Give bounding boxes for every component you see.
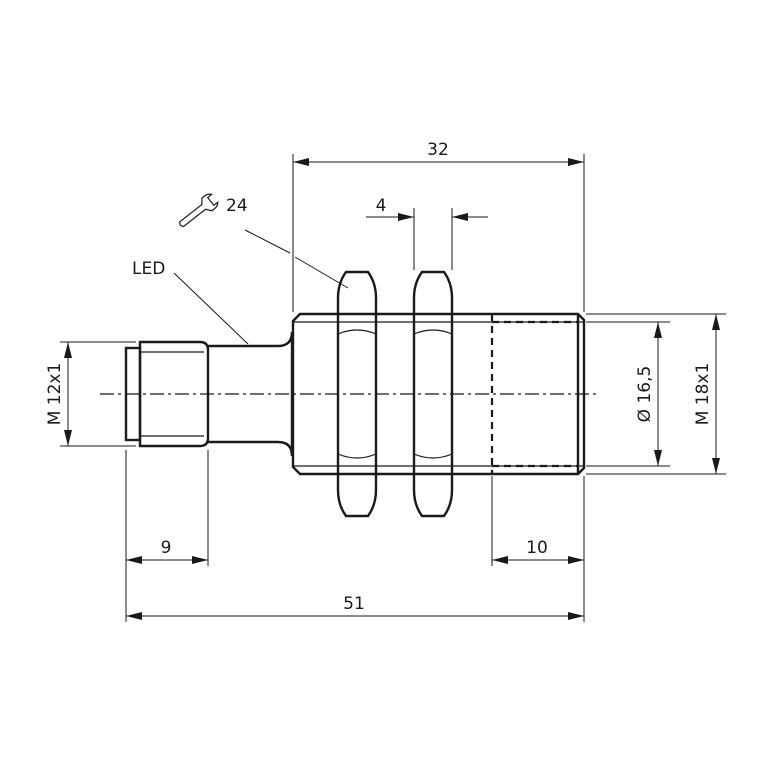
sensing-length-label: 10 [526,538,548,558]
sensor-body [291,312,586,476]
connector-length-label: 9 [161,538,172,558]
dimension-32: 32 [293,140,584,166]
body-thread-label: M 18x1 [693,363,713,426]
wrench-size-label: 24 [226,196,248,216]
dimension-9: 9 [126,538,208,564]
dimension-m12: M 12x1 [45,342,72,446]
m12-connector [124,340,210,448]
wrench-icon [179,193,219,228]
hex-nut-left [336,270,378,518]
nut-width-label: 4 [376,196,387,216]
led-label: LED [132,259,165,279]
connector-thread-label: M 12x1 [45,363,65,426]
dimension-m18: M 18x1 [693,314,720,474]
overall-length-label: 51 [343,594,365,614]
hex-nut-right [412,270,454,518]
dimension-diameter: Ø 16,5 [635,322,662,466]
dimension-4: 4 [366,196,488,221]
wrench-callout: 24 [179,193,349,289]
led-callout: LED [132,259,249,345]
dimension-51: 51 [126,594,584,620]
thread-length-label: 32 [427,140,449,160]
face-diameter-label: Ø 16,5 [635,366,655,423]
extension-lines [60,154,726,622]
dimension-10: 10 [492,538,584,564]
